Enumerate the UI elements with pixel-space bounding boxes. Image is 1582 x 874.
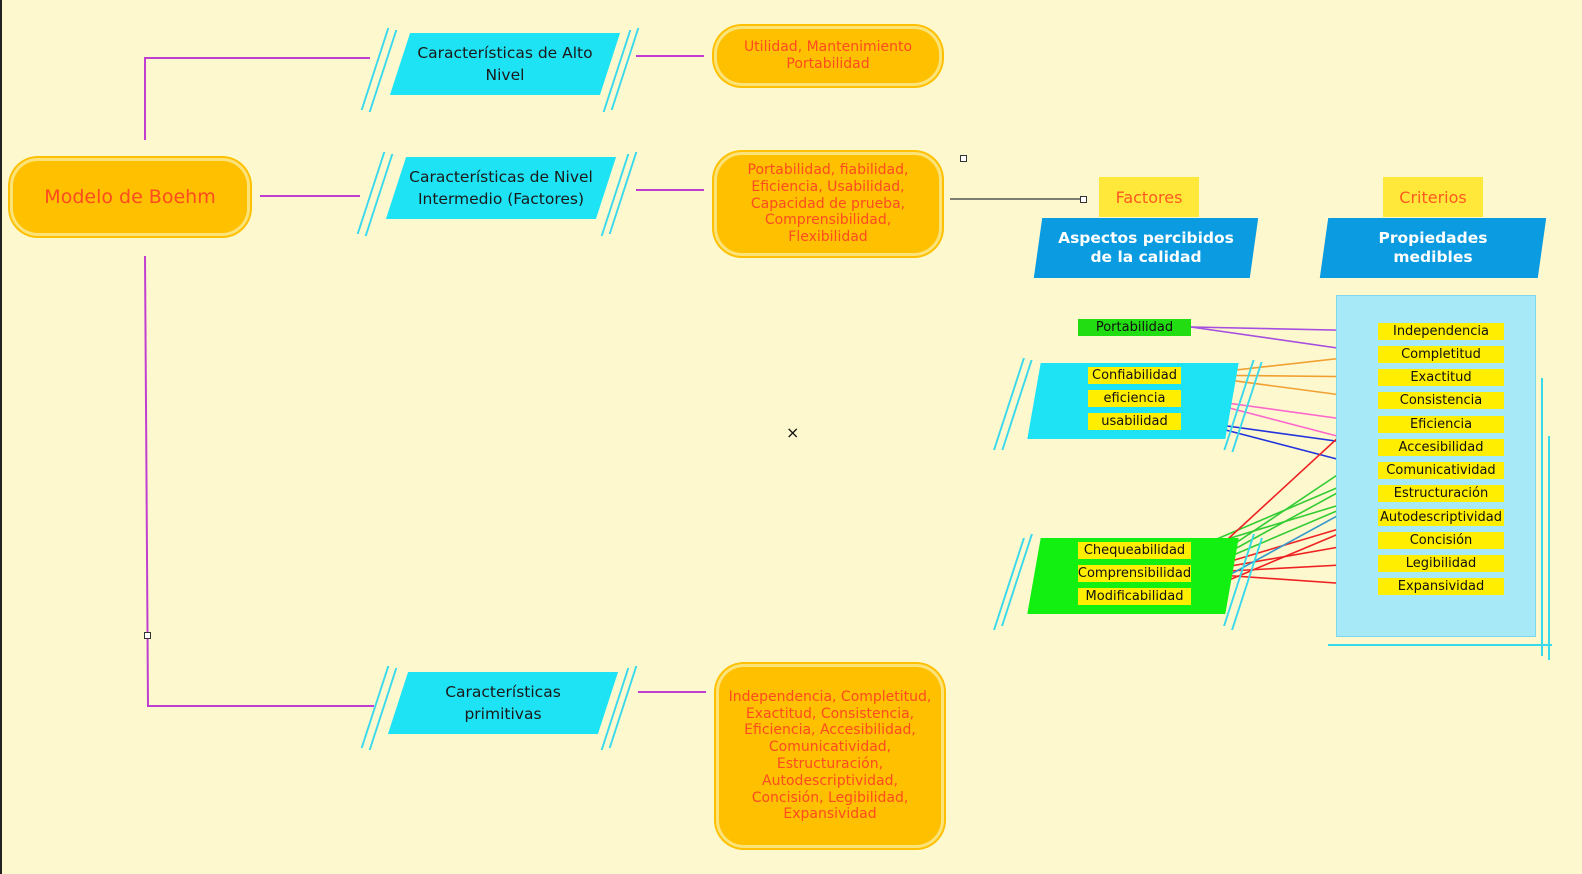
factores-subheader: Aspectos percibidos de la calidad [1033,218,1259,278]
detail-intermediate-text: Portabilidad, fiabilidad, Eficiencia, Us… [747,162,909,246]
criterio-tag[interactable]: Completitud [1378,346,1504,363]
criterios-subheader: Propiedades medibles [1319,218,1547,278]
branch-intermediate[interactable]: Características de Nivel Intermedio (Fac… [385,157,617,219]
branch-high-level-label: Características de Alto Nivel [417,43,593,84]
connector-root-bottom [144,255,374,707]
factor-tag[interactable]: usabilidad [1088,413,1181,430]
factor-tag[interactable]: eficiencia [1088,390,1181,407]
connector-root-top [144,57,370,140]
criterio-tag[interactable]: Eficiencia [1378,416,1504,433]
criterio-tag[interactable]: Accesibilidad [1378,439,1504,456]
factor-tag[interactable]: Chequeabilidad [1078,542,1191,559]
factor-tag[interactable]: Modificabilidad [1078,588,1191,605]
root-node[interactable]: Modelo de Boehm [10,158,250,236]
criterio-tag[interactable]: Legibilidad [1378,555,1504,572]
criterio-tag[interactable]: Concisión [1378,532,1504,549]
factor-tag[interactable]: Portabilidad [1078,319,1191,336]
cursor-cross-icon: × [786,423,800,442]
criterio-tag[interactable]: Consistencia [1378,392,1504,409]
criterios-header: Criterios [1383,177,1483,217]
detail-primitive[interactable]: Independencia, Completitud, Exactitud, C… [716,664,944,848]
detail-high-level[interactable]: Utilidad, Mantenimiento Portabilidad [714,26,942,86]
criterio-tag[interactable]: Comunicatividad [1378,462,1504,479]
selection-handle[interactable] [960,155,967,162]
criterio-tag[interactable]: Independencia [1378,323,1504,340]
detail-primitive-text: Independencia, Completitud, Exactitud, C… [728,688,932,823]
factor-tag[interactable]: Confiabilidad [1088,367,1181,384]
criterio-tag[interactable]: Expansividad [1378,578,1504,595]
selection-handle[interactable] [144,632,151,639]
root-label: Modelo de Boehm [44,185,216,208]
factor-tag[interactable]: Comprensibilidad [1077,565,1192,582]
branch-high-level[interactable]: Características de Alto Nivel [389,33,621,95]
branch-primitive[interactable]: Características primitivas [387,672,619,734]
detail-intermediate[interactable]: Portabilidad, fiabilidad, Eficiencia, Us… [714,152,942,256]
branch-primitive-label: Características primitivas [445,682,561,723]
factores-header: Factores [1099,177,1199,217]
criterio-tag[interactable]: Estructuración [1378,485,1504,502]
selection-handle[interactable] [1080,196,1087,203]
criterio-tag[interactable]: Exactitud [1378,369,1504,386]
detail-high-level-text: Utilidad, Mantenimiento Portabilidad [743,39,913,72]
branch-intermediate-label: Características de Nivel Intermedio (Fac… [409,167,593,208]
criterio-tag[interactable]: Autodescriptividad [1378,509,1504,526]
